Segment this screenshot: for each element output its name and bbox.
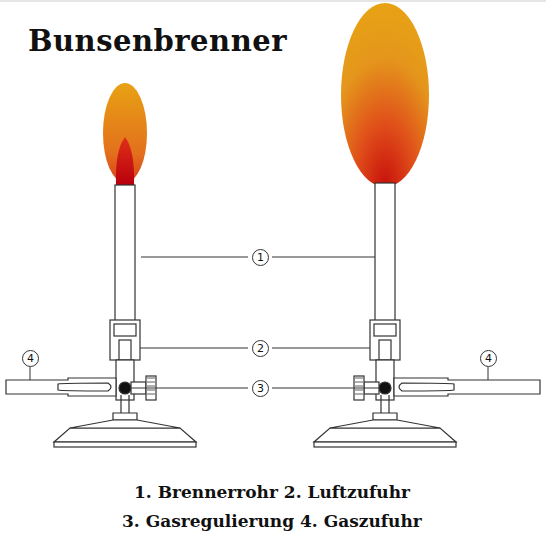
callout-number: 1 — [252, 249, 269, 266]
callout-number: 4 — [22, 350, 39, 367]
callout-number: 2 — [252, 340, 269, 357]
right-burner — [314, 3, 540, 447]
title: Bunsenbrenner — [28, 24, 287, 58]
caption-line: 3. Gasregulierung 4. Gaszufuhr — [122, 511, 422, 531]
callout-number: 3 — [252, 380, 269, 397]
left-burner — [6, 83, 196, 447]
top-rule — [0, 1, 546, 2]
leader-lines — [30, 257, 488, 388]
callout-number: 4 — [480, 350, 497, 367]
caption-line: 1. Brennerrohr 2. Luftzufuhr — [134, 482, 410, 502]
